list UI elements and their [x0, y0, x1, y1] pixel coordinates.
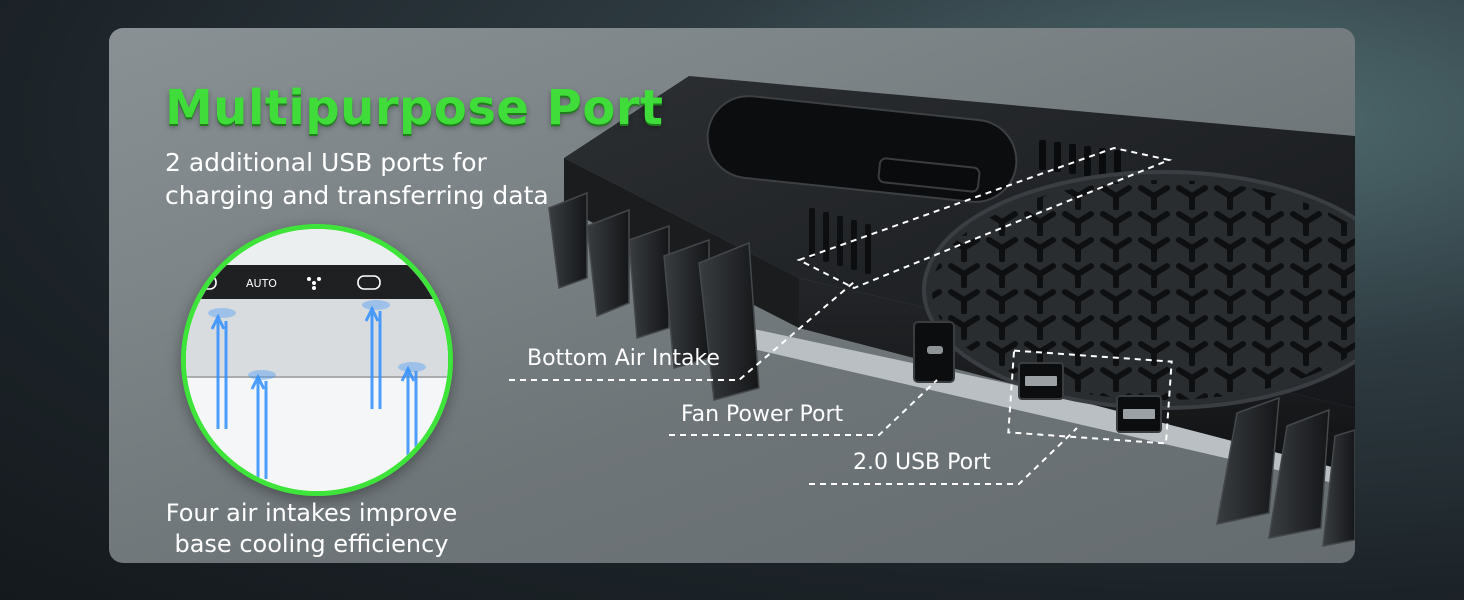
page-title: Multipurpose Port [165, 80, 664, 136]
callout-fan-power-port: Fan Power Port [681, 402, 844, 427]
callout-usb-port: 2.0 USB Port [853, 450, 991, 475]
air-intake-detail: AUTO [186, 229, 448, 491]
subtitle-line-1: 2 additional USB ports for [165, 148, 487, 177]
inset-caption: Four air intakes improve base cooling ef… [139, 498, 484, 560]
airflow-arrows-icon [210, 305, 418, 479]
controller-icon [357, 275, 381, 290]
fan-icon [307, 277, 321, 290]
callout-bottom-air-intake: Bottom Air Intake [527, 346, 720, 371]
product-card: Multipurpose Port 2 additional USB ports… [109, 28, 1355, 563]
feature-description: 2 additional USB ports for charging and … [165, 146, 585, 212]
auto-mode-label: AUTO [246, 277, 277, 290]
subtitle-line-2: charging and transferring data [165, 181, 549, 210]
caption-line-1: Four air intakes improve [165, 499, 458, 527]
air-intake-zoom-inset: AUTO [181, 224, 453, 496]
caption-line-2: base cooling efficiency [174, 530, 449, 558]
